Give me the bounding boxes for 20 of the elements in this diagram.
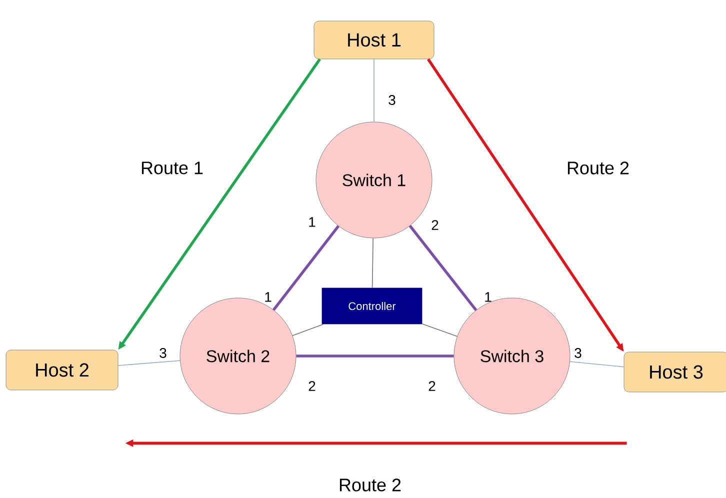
link-line <box>408 224 478 312</box>
link-line <box>570 361 624 368</box>
link-line <box>118 360 180 366</box>
port-number: 2 <box>428 381 436 391</box>
route-label: Route 1 <box>142 162 203 174</box>
port-number: 3 <box>388 95 396 105</box>
port-number: 2 <box>432 220 438 230</box>
link-line <box>296 354 454 358</box>
route-label: Route 2 <box>568 162 629 174</box>
controller-box: Controller <box>322 288 422 324</box>
host-box: Host 3 <box>624 352 726 392</box>
route-label: Route 2 <box>340 478 401 492</box>
link-line <box>422 324 458 337</box>
host-box: Host 2 <box>6 350 118 390</box>
port-number: 3 <box>160 348 166 358</box>
link-line <box>372 238 374 288</box>
link-line <box>272 225 340 311</box>
host-box: Host 1 <box>314 20 434 60</box>
link-line <box>292 324 324 336</box>
port-number: 3 <box>574 348 582 358</box>
